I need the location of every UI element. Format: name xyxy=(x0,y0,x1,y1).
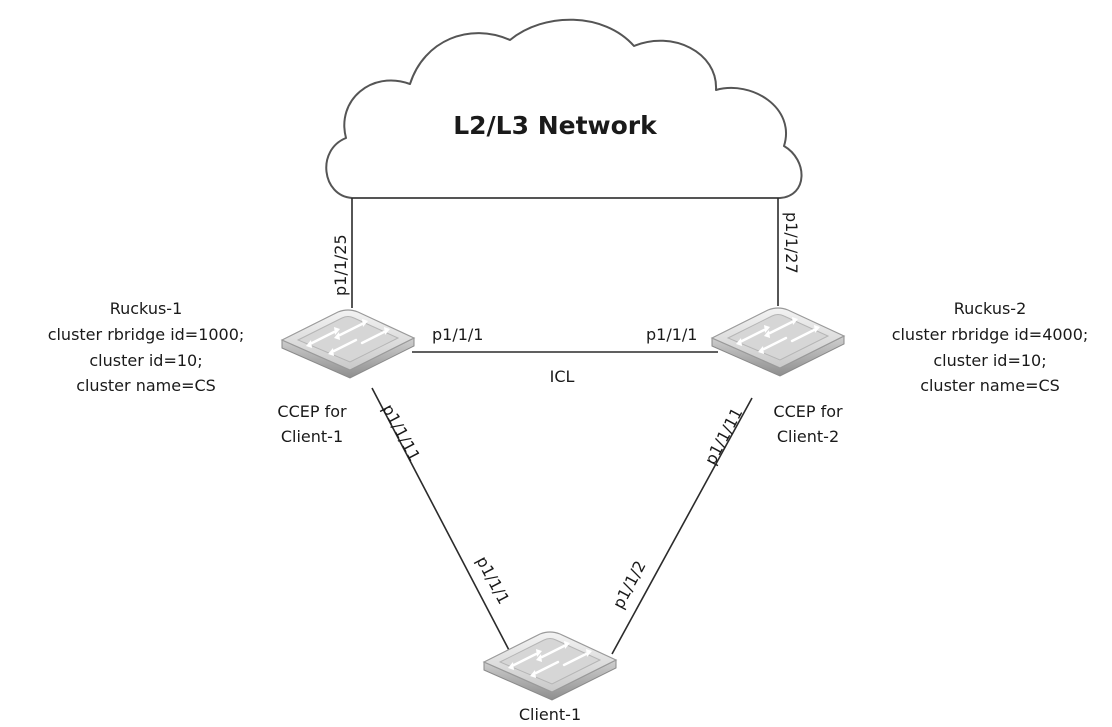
ruckus1-name: Ruckus-1 xyxy=(110,299,183,318)
downlink-ruckus2-line xyxy=(611,397,753,655)
downlink-ruckus1-line xyxy=(371,387,511,653)
port-label-icl-right: p1/1/1 xyxy=(646,325,697,344)
ruckus1-cluster-id: cluster id=10; xyxy=(89,351,202,370)
ruckus2-cluster-name: cluster name=CS xyxy=(920,376,1060,395)
port-label-client-right: p1/1/2 xyxy=(609,557,650,611)
switch-client1-icon xyxy=(482,630,618,702)
icl-label: ICL xyxy=(550,367,575,386)
ruckus1-rbridge: cluster rbridge id=1000; xyxy=(48,325,245,344)
port-label-ruckus2-down: p1/1/11 xyxy=(701,405,747,468)
ruckus2-ccep-line2: Client-2 xyxy=(777,427,839,446)
ruckus1-ccep-line1: CCEP for xyxy=(277,402,347,421)
ruckus2-rbridge: cluster rbridge id=4000; xyxy=(892,325,1089,344)
ruckus2-ccep: CCEP for Client-2 xyxy=(773,402,843,446)
port-label-client-left: p1/1/1 xyxy=(472,553,513,607)
port-label-ruckus1-down: p1/1/11 xyxy=(378,401,424,464)
ruckus1-info: Ruckus-1 cluster rbridge id=1000; cluste… xyxy=(48,299,245,395)
ruckus2-info: Ruckus-2 cluster rbridge id=4000; cluste… xyxy=(892,299,1089,395)
ruckus2-name: Ruckus-2 xyxy=(954,299,1027,318)
network-label: L2/L3 Network xyxy=(453,111,658,140)
switch-ruckus1-icon xyxy=(280,308,416,380)
ruckus1-cluster-name: cluster name=CS xyxy=(76,376,216,395)
port-label-uplink2: p1/1/27 xyxy=(782,212,801,274)
ruckus2-ccep-line1: CCEP for xyxy=(773,402,843,421)
switch-ruckus2-icon xyxy=(710,306,846,378)
ruckus1-ccep: CCEP for Client-1 xyxy=(277,402,347,446)
port-label-uplink1: p1/1/25 xyxy=(331,234,350,296)
ruckus1-ccep-line2: Client-1 xyxy=(281,427,343,446)
port-label-icl-left: p1/1/1 xyxy=(432,325,483,344)
ruckus2-cluster-id: cluster id=10; xyxy=(933,351,1046,370)
client1-label: Client-1 xyxy=(519,705,581,724)
cloud-shape xyxy=(325,18,803,199)
